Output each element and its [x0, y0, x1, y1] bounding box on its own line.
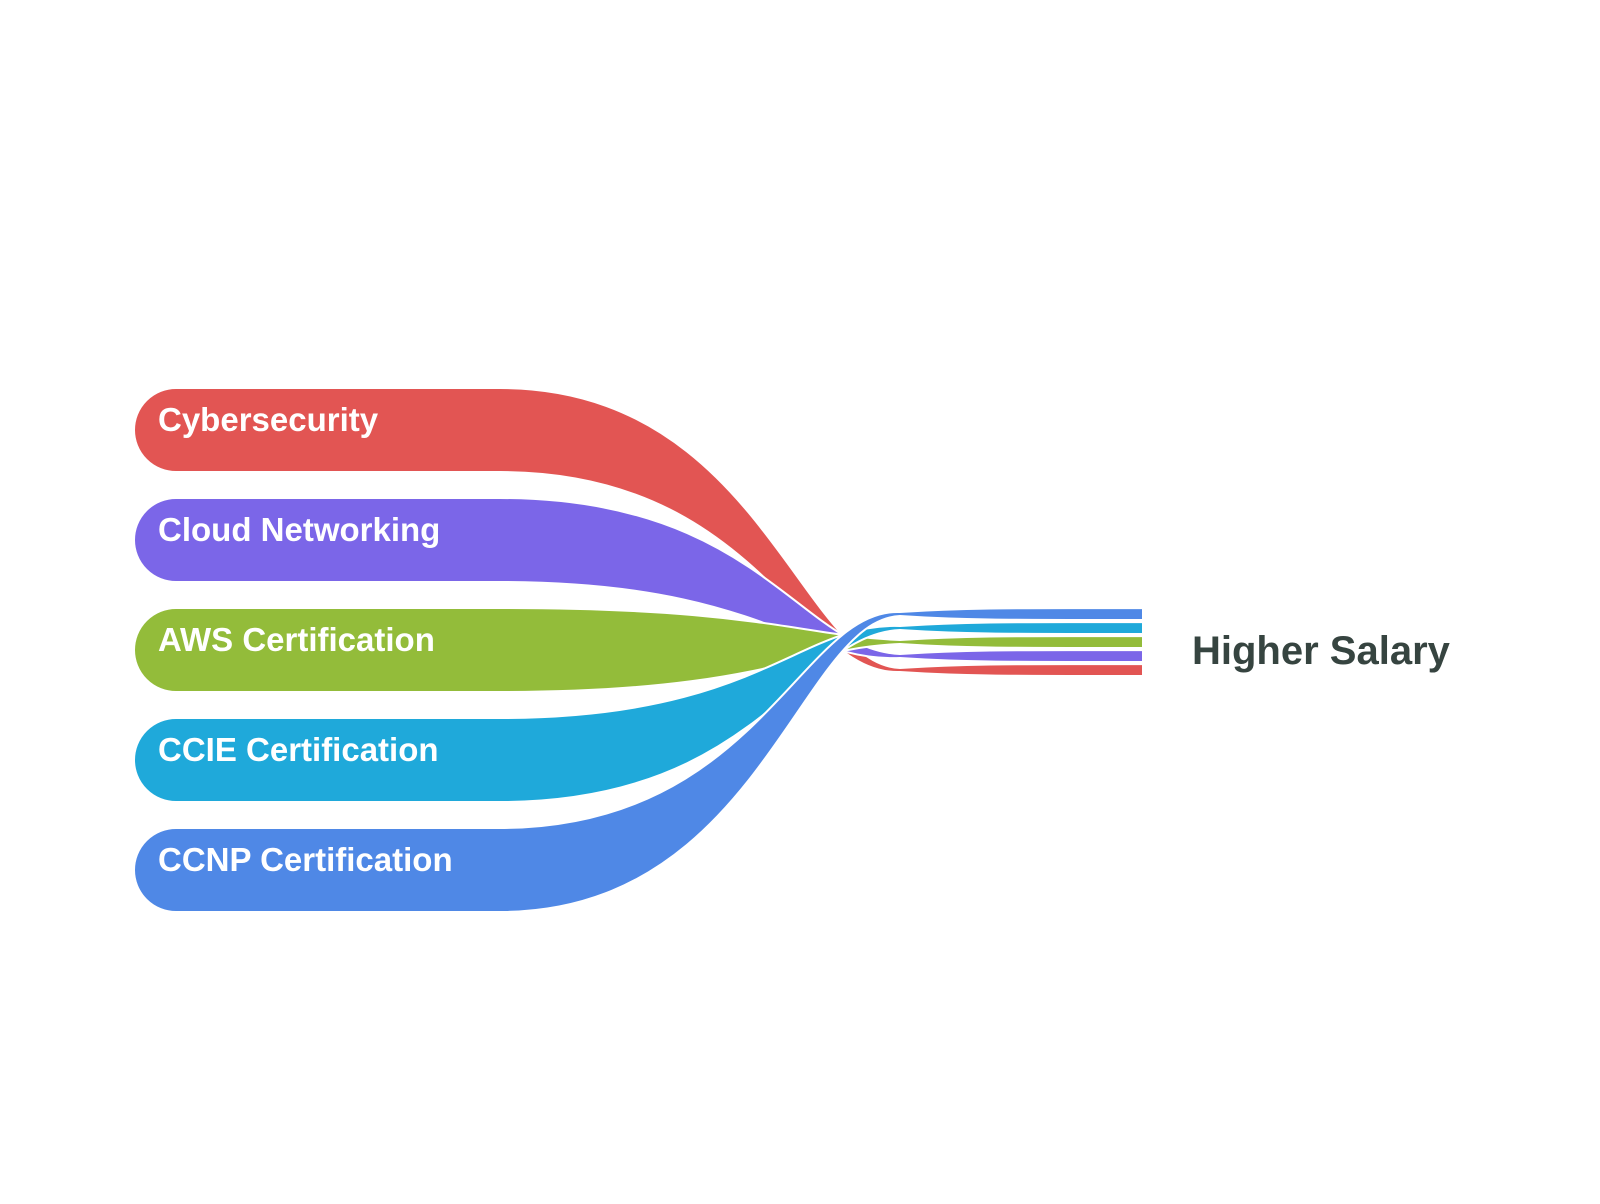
- source-label-cloud-networking: Cloud Networking: [158, 511, 440, 548]
- source-label-cybersecurity: Cybersecurity: [158, 401, 379, 438]
- source-label-ccnp-certification: CCNP Certification: [158, 841, 453, 878]
- flow-cybersecurity: [133, 387, 1144, 678]
- target-label-higher-salary: Higher Salary: [1192, 629, 1451, 673]
- source-label-aws-certification: AWS Certification: [158, 621, 435, 658]
- source-label-ccie-certification: CCIE Certification: [158, 731, 439, 768]
- flow-cloud-networking: [133, 497, 1144, 664]
- flow-ccnp-certification: [133, 606, 1144, 913]
